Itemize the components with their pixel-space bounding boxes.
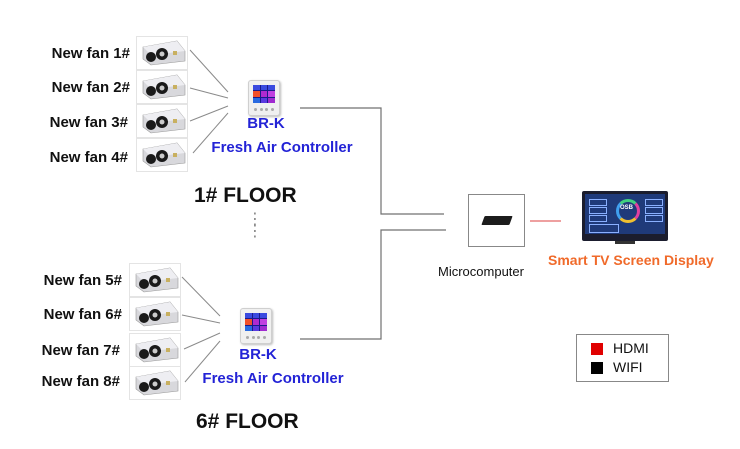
fan-label: New fan 7# <box>41 342 120 359</box>
wire-fan4 <box>192 112 229 154</box>
touch-panel-controller-icon <box>240 308 272 344</box>
wire-fan1 <box>189 49 229 93</box>
ceiling-fan-unit-icon <box>136 138 188 172</box>
ceiling-fan-unit-icon <box>136 104 188 138</box>
tv-screen-text: OSB <box>620 205 634 211</box>
wire-fan7 <box>183 332 221 350</box>
wire-controller6-microcomputer <box>300 229 446 340</box>
controller-model: BR-K <box>239 346 277 363</box>
fan-label: New fan 4# <box>49 149 128 166</box>
ceiling-fan-unit-icon <box>129 297 181 331</box>
ceiling-fan-unit-icon <box>136 70 188 104</box>
wire-fan3 <box>189 105 229 122</box>
wire-fan5 <box>181 276 221 317</box>
legend: HDMI WIFI <box>576 334 669 382</box>
ceiling-fan-unit-icon <box>136 36 188 70</box>
floor-title: 6# FLOOR <box>196 410 299 433</box>
legend-label-wifi: WIFI <box>613 359 643 375</box>
smart-tv-icon: OSB <box>582 191 668 244</box>
fan-label: New fan 3# <box>49 114 128 131</box>
fan-label: New fan 6# <box>43 306 122 323</box>
ellipsis-divider: ⋮ <box>247 223 263 240</box>
display-label: Smart TV Screen Display <box>548 252 714 268</box>
controller-name: Fresh Air Controller <box>211 139 353 156</box>
wire-fan2 <box>189 87 229 99</box>
mini-pc-icon <box>481 216 513 225</box>
fan-label: New fan 1# <box>51 45 130 62</box>
fan-label: New fan 5# <box>43 272 122 289</box>
legend-swatch-wifi <box>591 362 603 374</box>
ellipsis-divider: ⋮ <box>247 211 263 228</box>
ceiling-fan-unit-icon <box>129 366 181 400</box>
legend-label-hdmi: HDMI <box>613 340 649 356</box>
controller-name: Fresh Air Controller <box>202 370 344 387</box>
wire-controller1-microcomputer <box>300 107 444 215</box>
fan-label: New fan 2# <box>51 79 130 96</box>
legend-swatch-hdmi <box>591 343 603 355</box>
controller-model: BR-K <box>247 115 285 132</box>
ceiling-fan-unit-icon <box>129 263 181 297</box>
touch-panel-controller-icon <box>248 80 280 116</box>
ceiling-fan-unit-icon <box>129 333 181 367</box>
microcomputer-label: Microcomputer <box>438 264 524 279</box>
microcomputer-box <box>468 194 525 247</box>
floor-title: 1# FLOOR <box>194 184 297 207</box>
wire-fan8 <box>184 340 221 383</box>
fan-label: New fan 8# <box>41 373 120 390</box>
wire-fan6 <box>181 314 221 324</box>
